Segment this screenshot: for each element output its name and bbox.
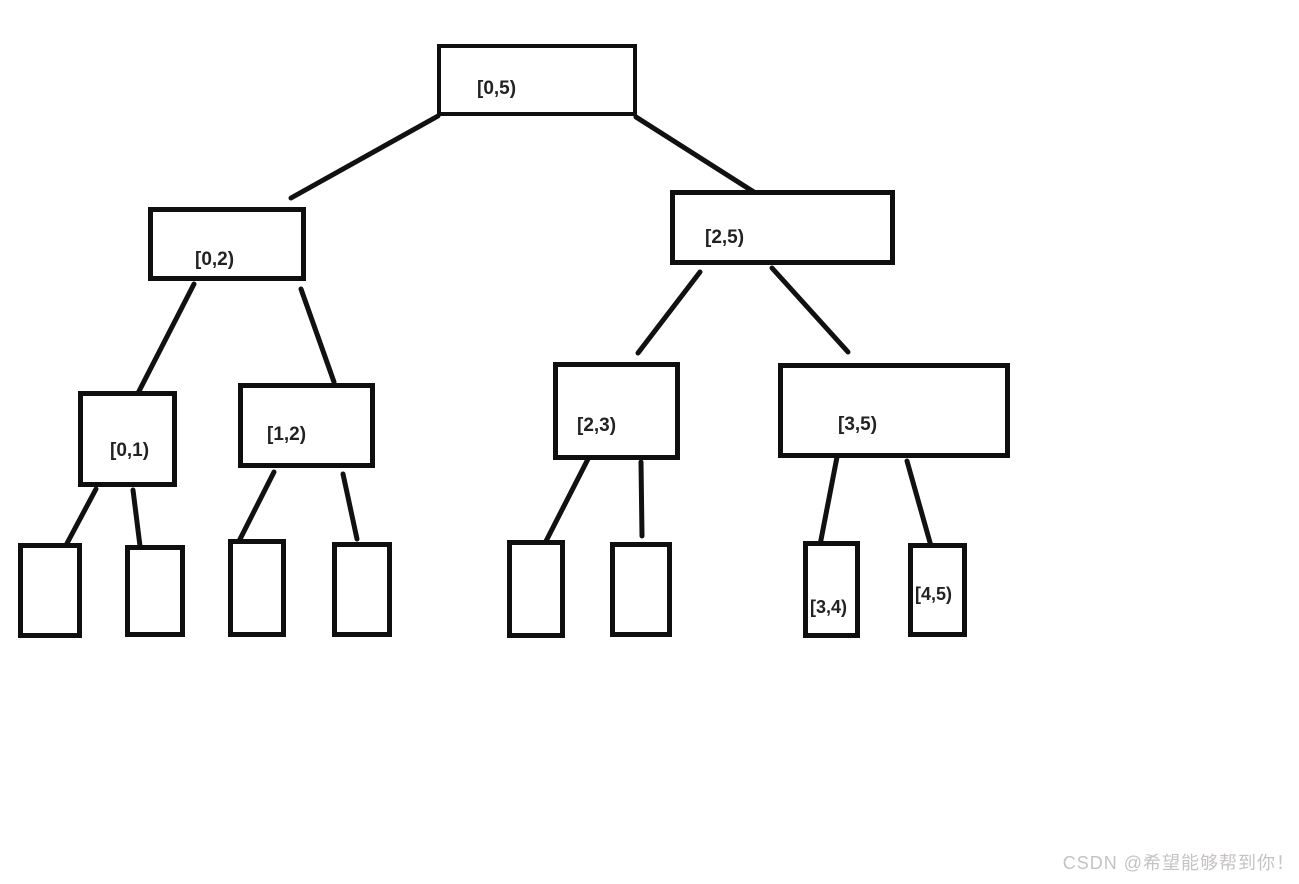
- node-label-1-2: [1,2): [267, 424, 307, 445]
- tree-node-0-5: [0,5): [437, 44, 637, 116]
- tree-node-4-5: [4,5): [908, 543, 967, 637]
- tree-edge-0-5-to-2-5: [633, 114, 760, 197]
- tree-node-leaf-6: [610, 542, 672, 637]
- tree-edge-1-2-to-leaf-4: [340, 471, 360, 542]
- tree-node-0-2: [0,2): [148, 207, 306, 281]
- tree-edge-3-5-to-4-5: [904, 458, 934, 549]
- tree-edge-2-5-to-2-3: [635, 269, 703, 356]
- tree-node-leaf-5: [507, 540, 565, 638]
- node-label-2-3: [2,3): [577, 415, 617, 436]
- tree-node-3-5: [3,5): [778, 363, 1010, 458]
- node-label-2-5: [2,5): [705, 227, 745, 248]
- tree-node-2-3: [2,3): [553, 362, 680, 460]
- tree-node-1-2: [1,2): [238, 383, 375, 468]
- tree-node-leaf-4: [332, 542, 392, 637]
- tree-node-leaf-1: [18, 543, 82, 638]
- node-label-3-5: [3,5): [838, 414, 878, 435]
- tree-edge-2-5-to-3-5: [769, 265, 851, 355]
- tree-edge-0-5-to-0-2: [288, 113, 441, 201]
- tree-node-2-5: [2,5): [670, 190, 895, 265]
- tree-edge-0-1-to-leaf-1: [61, 486, 99, 552]
- tree-node-leaf-3: [228, 539, 286, 637]
- watermark: CSDN @希望能够帮到你！: [1062, 853, 1295, 873]
- tree-node-leaf-2: [125, 545, 185, 637]
- node-label-0-5: [0,5): [477, 78, 517, 99]
- node-label-4-5: [4,5): [915, 584, 953, 604]
- tree-edge-3-5-to-3-4: [817, 454, 840, 548]
- node-label-0-2: [0,2): [195, 249, 235, 270]
- node-label-0-1: [0,1): [110, 440, 150, 461]
- tree-edge-2-3-to-leaf-5: [539, 456, 591, 552]
- tree-node-3-4: [3,4): [803, 541, 860, 638]
- tree-edge-2-3-to-leaf-6: [638, 459, 645, 539]
- tree-edge-0-2-to-1-2: [298, 286, 337, 385]
- tree-node-0-1: [0,1): [78, 391, 177, 487]
- tree-edge-0-2-to-0-1: [132, 281, 197, 402]
- tree-edge-0-1-to-leaf-2: [130, 487, 143, 549]
- node-label-3-4: [3,4): [810, 597, 848, 617]
